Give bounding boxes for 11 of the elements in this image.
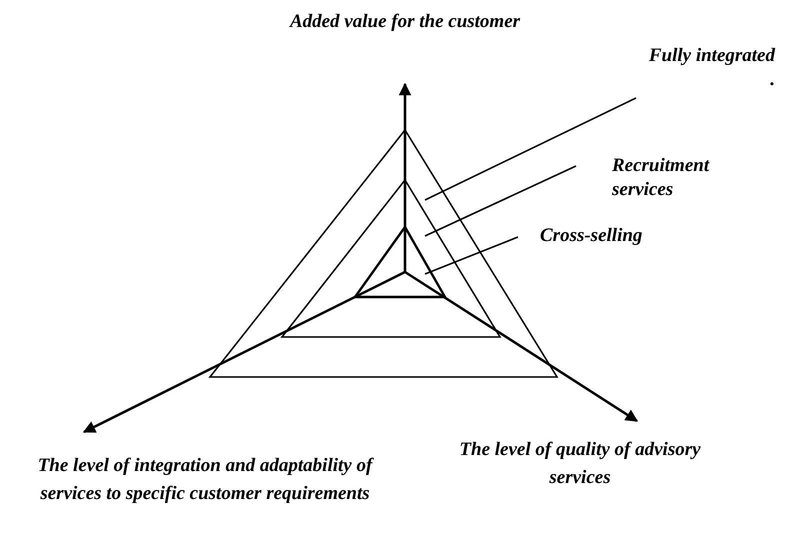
leader-line	[424, 165, 576, 237]
leader-line	[424, 97, 636, 201]
triangle-outline	[282, 180, 500, 337]
triangle-outline	[355, 227, 445, 297]
leader-label: Cross-selling	[540, 224, 680, 250]
leader-label: Recruitment services	[612, 154, 762, 204]
leader-label: Fully integrated .	[640, 44, 775, 124]
axis-label: Added value for the customer	[288, 10, 522, 34]
leader-line	[424, 236, 518, 275]
axis-label: The level of integration and adaptability of services to specific customer requirements	[36, 454, 375, 506]
axis-label: The level of quality of advisory services	[458, 438, 702, 490]
